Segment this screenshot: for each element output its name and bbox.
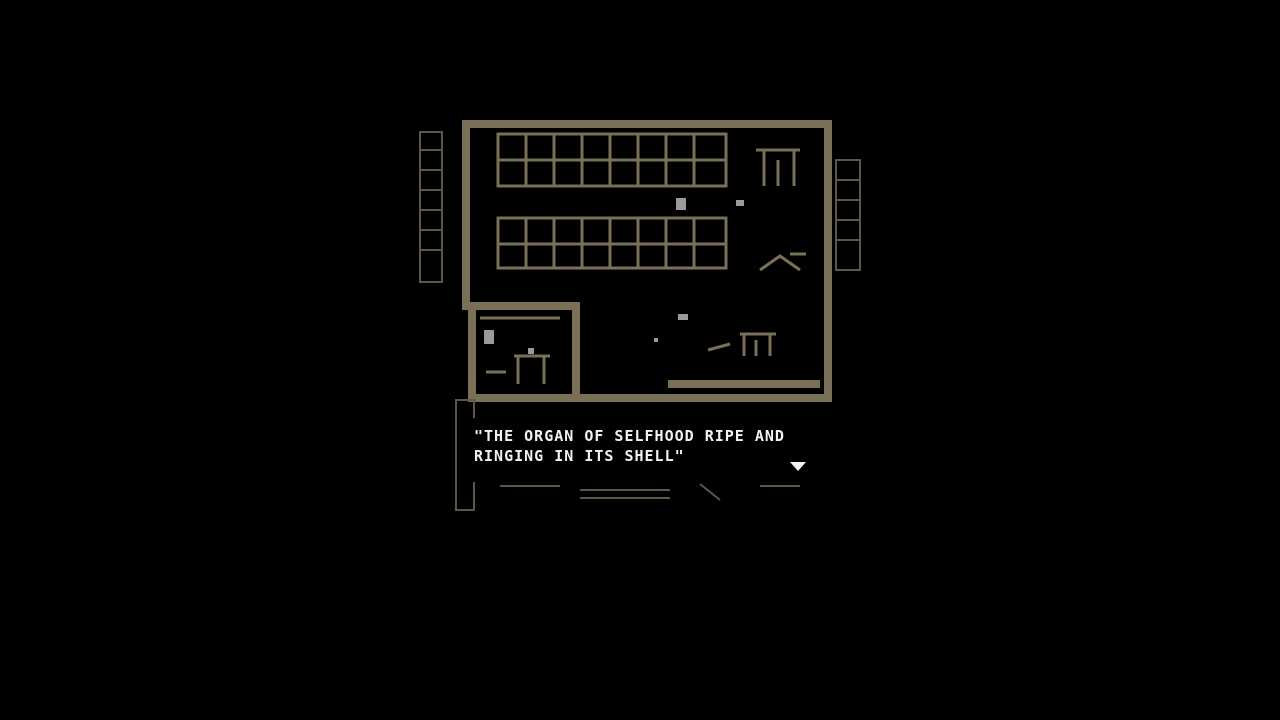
item-dot [654, 338, 658, 342]
advance-arrow-icon[interactable] [790, 462, 806, 472]
room-walls [462, 120, 832, 402]
table-top-right [756, 148, 800, 186]
shelves [496, 132, 728, 270]
item-center [678, 314, 688, 320]
outer-wall [462, 120, 832, 402]
dialog-box[interactable]: "THE ORGAN OF SELFHOOD RIPE AND RINGING … [462, 418, 822, 482]
inner-wall-right [668, 380, 820, 388]
debris-right [759, 252, 806, 272]
item-table [528, 348, 534, 354]
items [484, 198, 744, 354]
dialog-text: "THE ORGAN OF SELFHOOD RIPE AND RINGING … [474, 427, 785, 465]
furniture [480, 148, 806, 384]
item-left [484, 330, 494, 344]
outer-bricks [419, 131, 861, 511]
table-lower-left [486, 354, 550, 384]
item-upper [676, 198, 686, 210]
table-lower-right [707, 332, 776, 356]
inner-wall-left [472, 302, 580, 398]
item-right [736, 200, 744, 206]
